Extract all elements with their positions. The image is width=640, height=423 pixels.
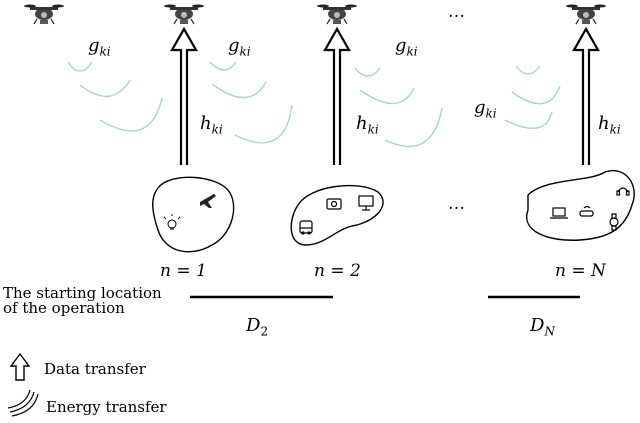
cluster-2-blob — [290, 184, 384, 246]
distance-dn-label: DN — [530, 315, 555, 339]
channel-g-label-2: gki — [228, 35, 251, 59]
airplane-icon — [200, 194, 216, 208]
cluster-2-label: n = 2 — [314, 261, 361, 281]
lightbulb-icon — [163, 214, 181, 230]
start-location-label: The starting location of the operation — [3, 284, 162, 317]
laptop-icon — [550, 207, 568, 219]
energy-waves — [67, 61, 561, 148]
data-arrow-1 — [170, 27, 198, 167]
cluster-1-blob — [152, 176, 235, 253]
uav-2-icon — [163, 3, 205, 25]
legend-data-arrow-icon — [9, 352, 31, 381]
legend-data-label: Data transfer — [44, 360, 146, 378]
router-icon — [579, 205, 594, 217]
ellipsis-top: … — [448, 2, 465, 22]
channel-g-label-1: gki — [88, 35, 111, 59]
bus-icon — [299, 220, 313, 235]
channel-h-label-2: hki — [356, 113, 379, 137]
cluster-1-label: n = 1 — [160, 261, 207, 281]
cluster-n-blob — [526, 169, 635, 241]
uav-1-icon — [23, 3, 65, 25]
distance-d2-label: D2 — [246, 315, 269, 339]
channel-g-label-n: gki — [474, 97, 497, 121]
channel-h-label-n: hki — [598, 113, 621, 137]
monitor-icon — [358, 195, 374, 211]
channel-h-label-1: hki — [200, 113, 223, 137]
uav-n-icon — [565, 3, 607, 25]
watch-icon — [609, 213, 619, 231]
legend-energy-icon — [7, 389, 39, 417]
ellipsis-middle: … — [448, 194, 465, 214]
camera-icon — [326, 198, 342, 210]
cluster-n-label: n = N — [555, 261, 606, 281]
legend-energy-label: Energy transfer — [46, 398, 167, 416]
data-arrow-2 — [323, 27, 351, 167]
channel-g-label-3: gki — [395, 35, 418, 59]
uav-3-icon — [316, 3, 358, 25]
headphones-icon — [616, 187, 630, 196]
data-arrow-n — [572, 27, 600, 167]
